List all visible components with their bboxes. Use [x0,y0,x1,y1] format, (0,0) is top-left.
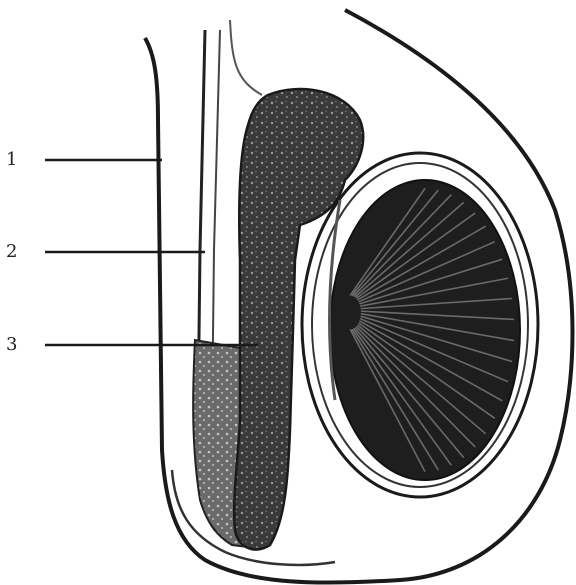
label-1: 1 [6,151,17,169]
cord-thin-line [230,20,262,95]
testis [330,180,520,480]
label-3: 3 [6,336,17,354]
label-2: 2 [6,243,17,261]
